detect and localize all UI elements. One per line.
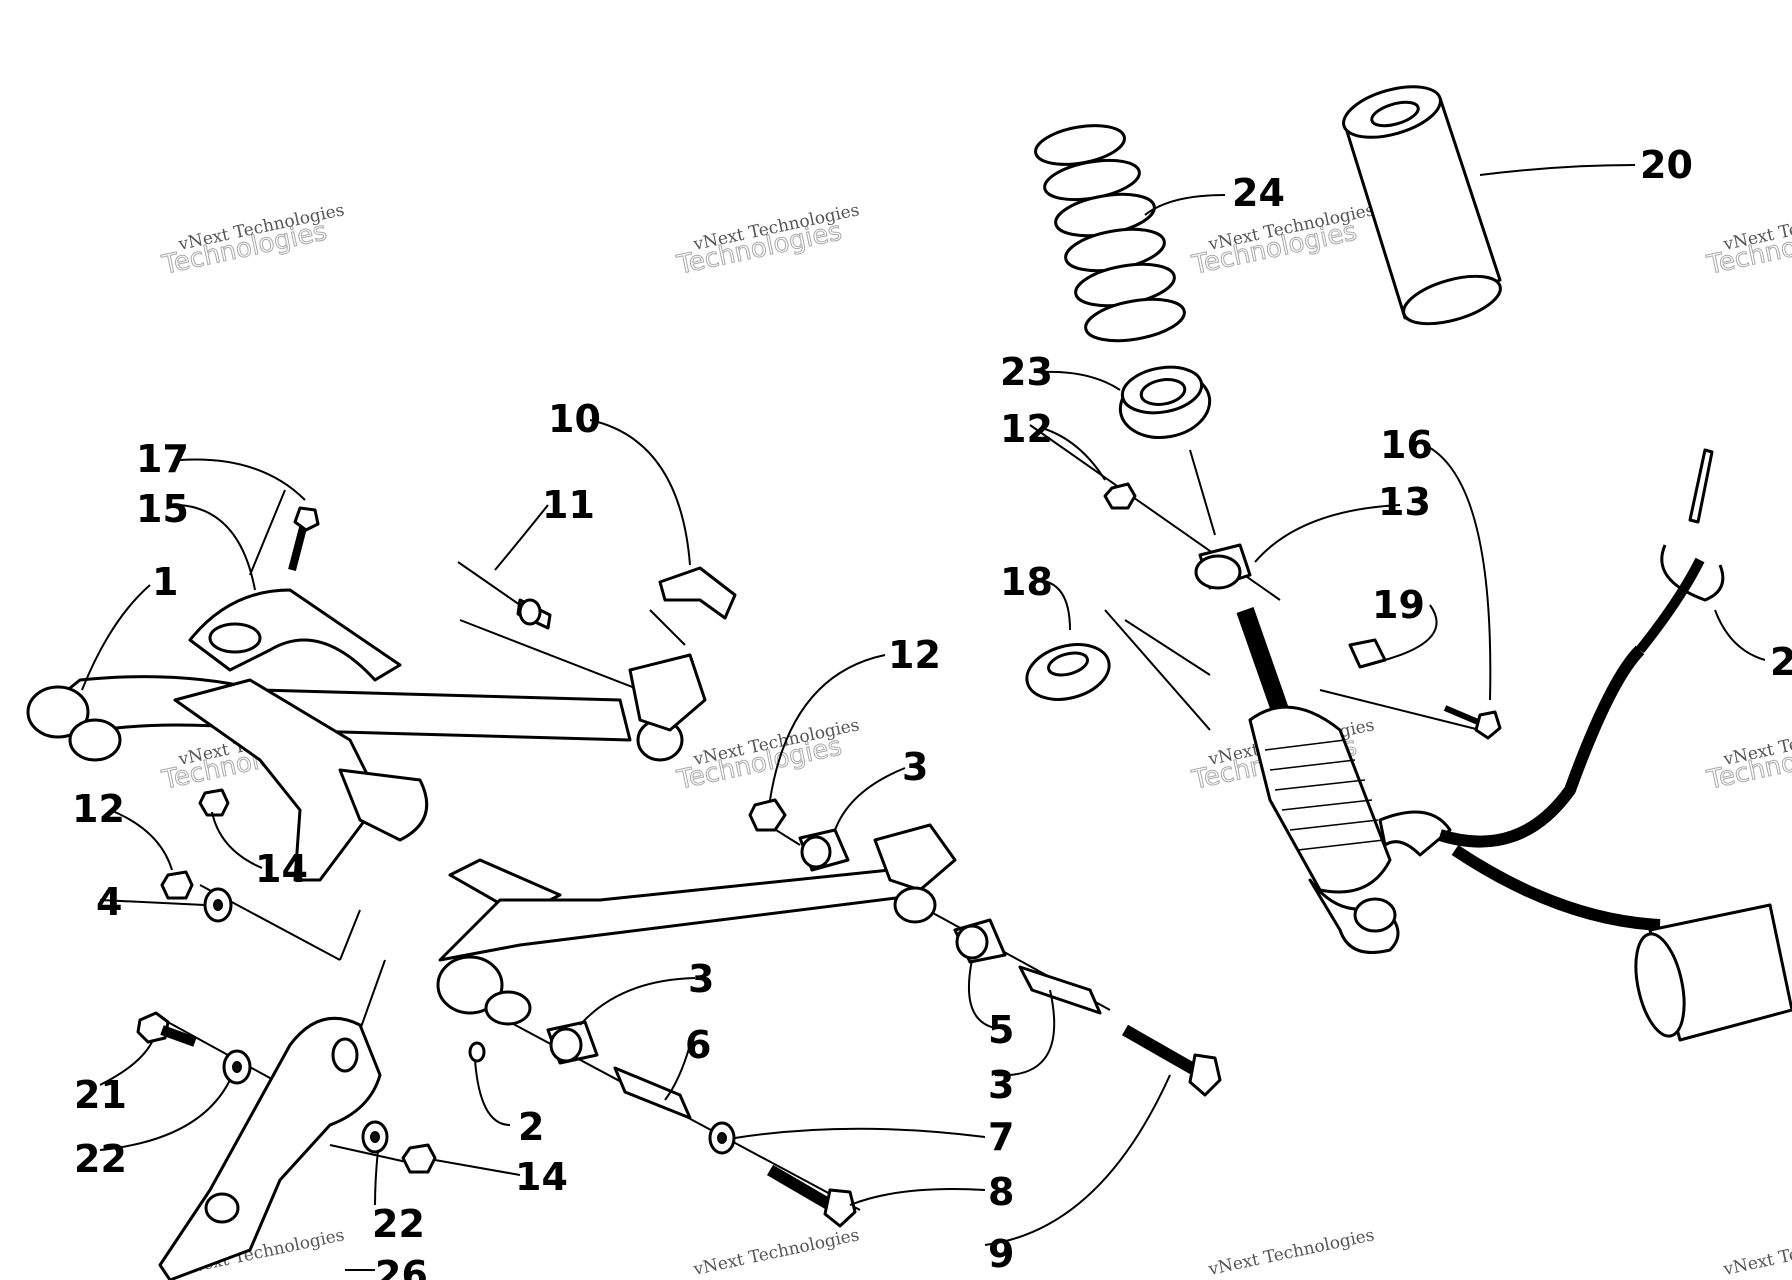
- callouts: 20 24 23 12 16 13 18 19 10 11 17 15 1 12…: [72, 143, 1792, 1280]
- callout-20: 20: [1640, 143, 1693, 187]
- retainer-ring: [1025, 643, 1111, 701]
- bushing: [798, 828, 850, 872]
- callout-11: 11: [542, 483, 595, 527]
- callout-21: 21: [74, 1073, 127, 1117]
- watermark: vNext Technologies: [1721, 1225, 1792, 1280]
- washer: [203, 887, 233, 923]
- watermark: Technologies vNext Technologies: [158, 200, 346, 281]
- spindle-arm: [158, 1016, 382, 1280]
- bolt: [766, 1164, 857, 1228]
- callout-22: 22: [74, 1137, 127, 1181]
- callout-10: 10: [548, 397, 601, 441]
- cover-plate: [188, 588, 402, 682]
- callout-12: 12: [888, 633, 941, 677]
- hex-nut: [160, 870, 194, 900]
- callout-24: 24: [1232, 171, 1285, 215]
- bolt: [136, 1011, 197, 1047]
- spring-seat: [1118, 365, 1212, 439]
- parts: [26, 85, 1792, 1280]
- bushing: [546, 1020, 599, 1065]
- watermark: vNext Technologies: [1206, 1225, 1376, 1280]
- spacer: [613, 1066, 692, 1120]
- callout-12: 12: [72, 787, 125, 831]
- hex-nut: [401, 1143, 437, 1174]
- spacer: [1018, 965, 1102, 1015]
- washer: [708, 1121, 736, 1155]
- watermark: Technologies vNext Technologies: [1703, 715, 1792, 796]
- watermark: Technologies vNext Technologies: [673, 200, 861, 281]
- shock-absorber: [1236, 607, 1452, 954]
- bracket: [658, 566, 737, 620]
- lower-a-arm: [436, 823, 957, 1026]
- callout-8: 8: [988, 1170, 1014, 1214]
- hex-nut: [198, 788, 230, 817]
- callout-2-partial: 2: [1770, 640, 1792, 684]
- washer: [222, 1049, 252, 1085]
- callout-14: 14: [515, 1155, 568, 1199]
- hex-nut: [748, 798, 787, 832]
- mid-bracket: [173, 678, 562, 917]
- callout-6: 6: [685, 1023, 711, 1067]
- callout-9: 9: [988, 1232, 1014, 1276]
- callout-4: 4: [96, 880, 122, 924]
- callout-16: 16: [1380, 423, 1433, 467]
- watermark: vNext Technologies: [691, 1225, 861, 1280]
- callout-14: 14: [255, 847, 308, 891]
- callout-7: 7: [988, 1115, 1014, 1159]
- callout-3: 3: [988, 1063, 1014, 1107]
- reservoir-hose: [1438, 448, 1792, 1042]
- hex-nut: [1103, 482, 1137, 510]
- leader-lines: [81, 164, 1766, 1271]
- grease-fitting: [468, 1041, 486, 1063]
- sleeve: [1348, 638, 1387, 669]
- callout-15: 15: [136, 487, 189, 531]
- callout-22: 22: [372, 1202, 425, 1246]
- callout-12: 12: [1000, 407, 1053, 451]
- shock-bushing: [1194, 543, 1252, 590]
- callout-3: 3: [902, 745, 928, 789]
- bolt: [288, 506, 320, 572]
- callout-26: 26: [375, 1253, 428, 1280]
- boot-cylinder: [1342, 85, 1502, 326]
- washer: [361, 1120, 389, 1154]
- watermark-text: vNext Technologies: [1721, 1225, 1792, 1280]
- bolt: [1443, 705, 1502, 740]
- callout-18: 18: [1000, 560, 1053, 604]
- callout-19: 19: [1372, 583, 1425, 627]
- watermark-text: vNext Technologies: [1206, 1225, 1376, 1280]
- callout-17: 17: [136, 437, 189, 481]
- callout-23: 23: [1000, 350, 1053, 394]
- bolt: [1122, 1024, 1222, 1097]
- callout-5: 5: [988, 1008, 1014, 1052]
- callout-2: 2: [518, 1105, 544, 1149]
- callout-13: 13: [1378, 480, 1431, 524]
- watermarks: Technologies vNext Technologies Technolo…: [158, 200, 1792, 1280]
- watermark: Technologies vNext Technologies: [673, 715, 861, 796]
- watermark-text: vNext Technologies: [691, 1225, 861, 1280]
- callout-1: 1: [152, 560, 178, 604]
- callout-3: 3: [688, 957, 714, 1001]
- coil-spring: [1034, 124, 1186, 343]
- bushing: [953, 918, 1007, 964]
- rivet: [457, 561, 552, 630]
- watermark: Technologies vNext Technologies: [1703, 200, 1792, 281]
